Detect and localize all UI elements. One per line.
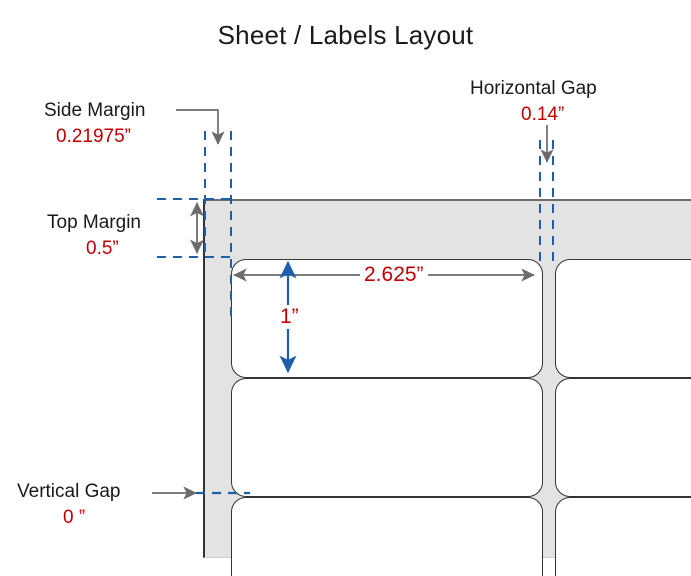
top-margin-label: Top Margin <box>47 212 141 233</box>
horizontal-gap-label: Horizontal Gap <box>470 78 597 99</box>
label-r2-c2 <box>555 378 691 497</box>
side-margin-leader <box>176 109 225 145</box>
top-margin-value: 0.5” <box>86 238 119 259</box>
label-r3-c1 <box>231 497 543 576</box>
side-margin-label: Side Margin <box>44 100 146 121</box>
sheet-background <box>203 199 691 576</box>
page-title: Sheet / Labels Layout <box>217 20 474 50</box>
label-r1-c2 <box>555 259 691 378</box>
horizontal-gap-value: 0.14” <box>521 104 565 125</box>
label-width-value: 2.625” <box>360 263 428 287</box>
label-r2-c1 <box>231 378 543 497</box>
label-height-value: 1” <box>276 305 303 329</box>
side-margin-value: 0.21975” <box>56 126 132 147</box>
vertical-gap-value: 0 ” <box>63 507 86 528</box>
vertical-gap-label: Vertical Gap <box>17 481 121 502</box>
label-r3-c2 <box>555 497 691 576</box>
